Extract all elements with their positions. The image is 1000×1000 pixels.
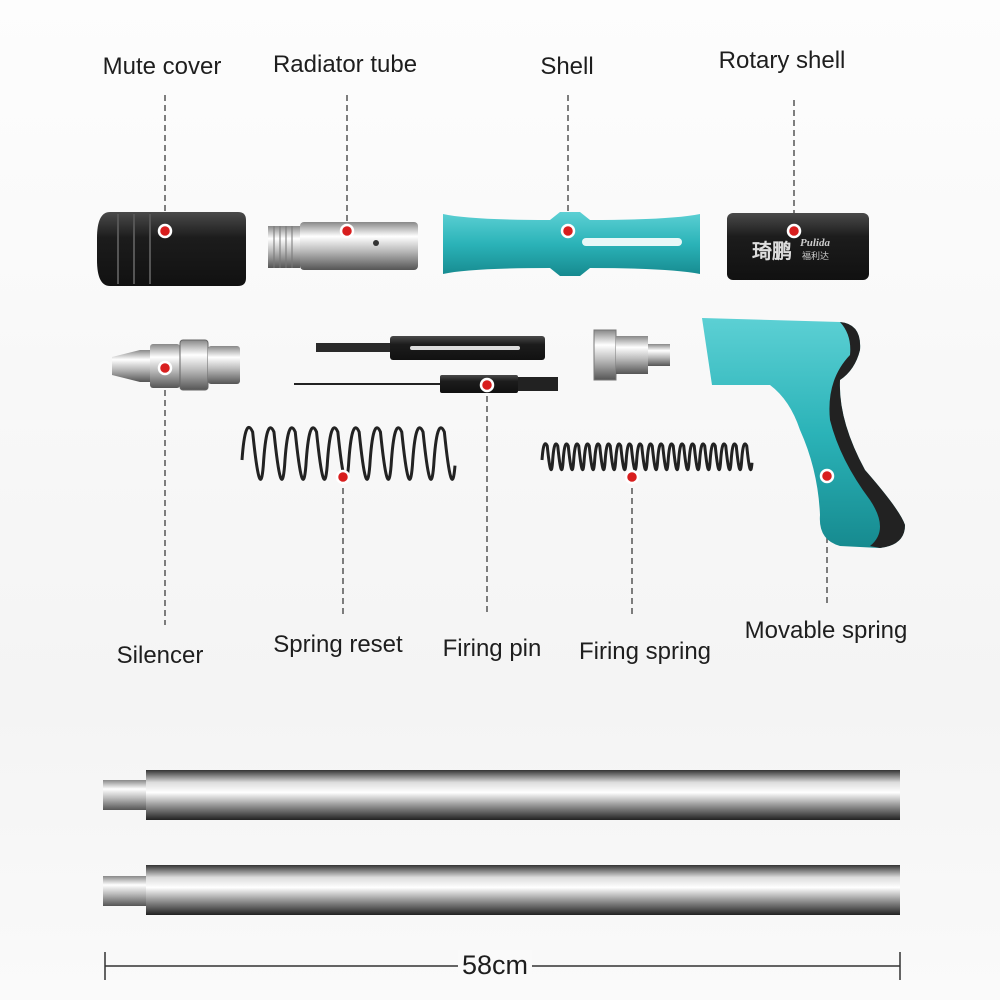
label-firing-pin: Firing pin xyxy=(442,635,542,662)
label-mute-cover: Mute cover xyxy=(102,53,222,80)
markers xyxy=(157,223,835,485)
label-firing-spring: Firing spring xyxy=(578,638,712,665)
marker-spring-reset xyxy=(335,469,351,485)
firing-pin-part xyxy=(294,336,558,393)
label-movable-spring: Movable spring xyxy=(744,617,908,644)
marker-mute-cover xyxy=(157,223,173,239)
logo-sub: 福利达 xyxy=(802,250,829,261)
bushing-part xyxy=(593,329,670,381)
firing-spring-part xyxy=(540,442,754,472)
label-radiator-tube: Radiator tube xyxy=(272,51,418,78)
label-shell: Shell xyxy=(540,53,594,80)
radiator-tube-part xyxy=(268,222,418,270)
silencer-part xyxy=(112,339,240,391)
marker-movable-spring xyxy=(819,468,835,484)
mute-cover-part xyxy=(97,212,246,286)
marker-rotary-shell xyxy=(786,223,802,239)
marker-firing-pin xyxy=(479,377,495,393)
label-silencer: Silencer xyxy=(116,642,204,669)
extension-rod-2 xyxy=(103,865,900,915)
rotary-shell-part: 琦鹏 Pulida 福利达 xyxy=(727,213,869,280)
spring-reset-part xyxy=(240,425,457,481)
marker-firing-spring xyxy=(624,469,640,485)
label-spring-reset: Spring reset xyxy=(273,631,403,658)
extension-rod-1 xyxy=(103,770,900,820)
dimension-label: 58cm xyxy=(457,950,533,981)
label-rotary-shell: Rotary shell xyxy=(718,47,846,74)
logo-cn: 琦鹏 xyxy=(752,240,792,263)
pistol-grip-part xyxy=(702,318,905,548)
marker-shell xyxy=(560,223,576,239)
marker-radiator-tube xyxy=(339,223,355,239)
marker-silencer xyxy=(157,360,173,376)
shell-part xyxy=(443,212,700,276)
logo-brand: Pulida xyxy=(800,237,830,249)
